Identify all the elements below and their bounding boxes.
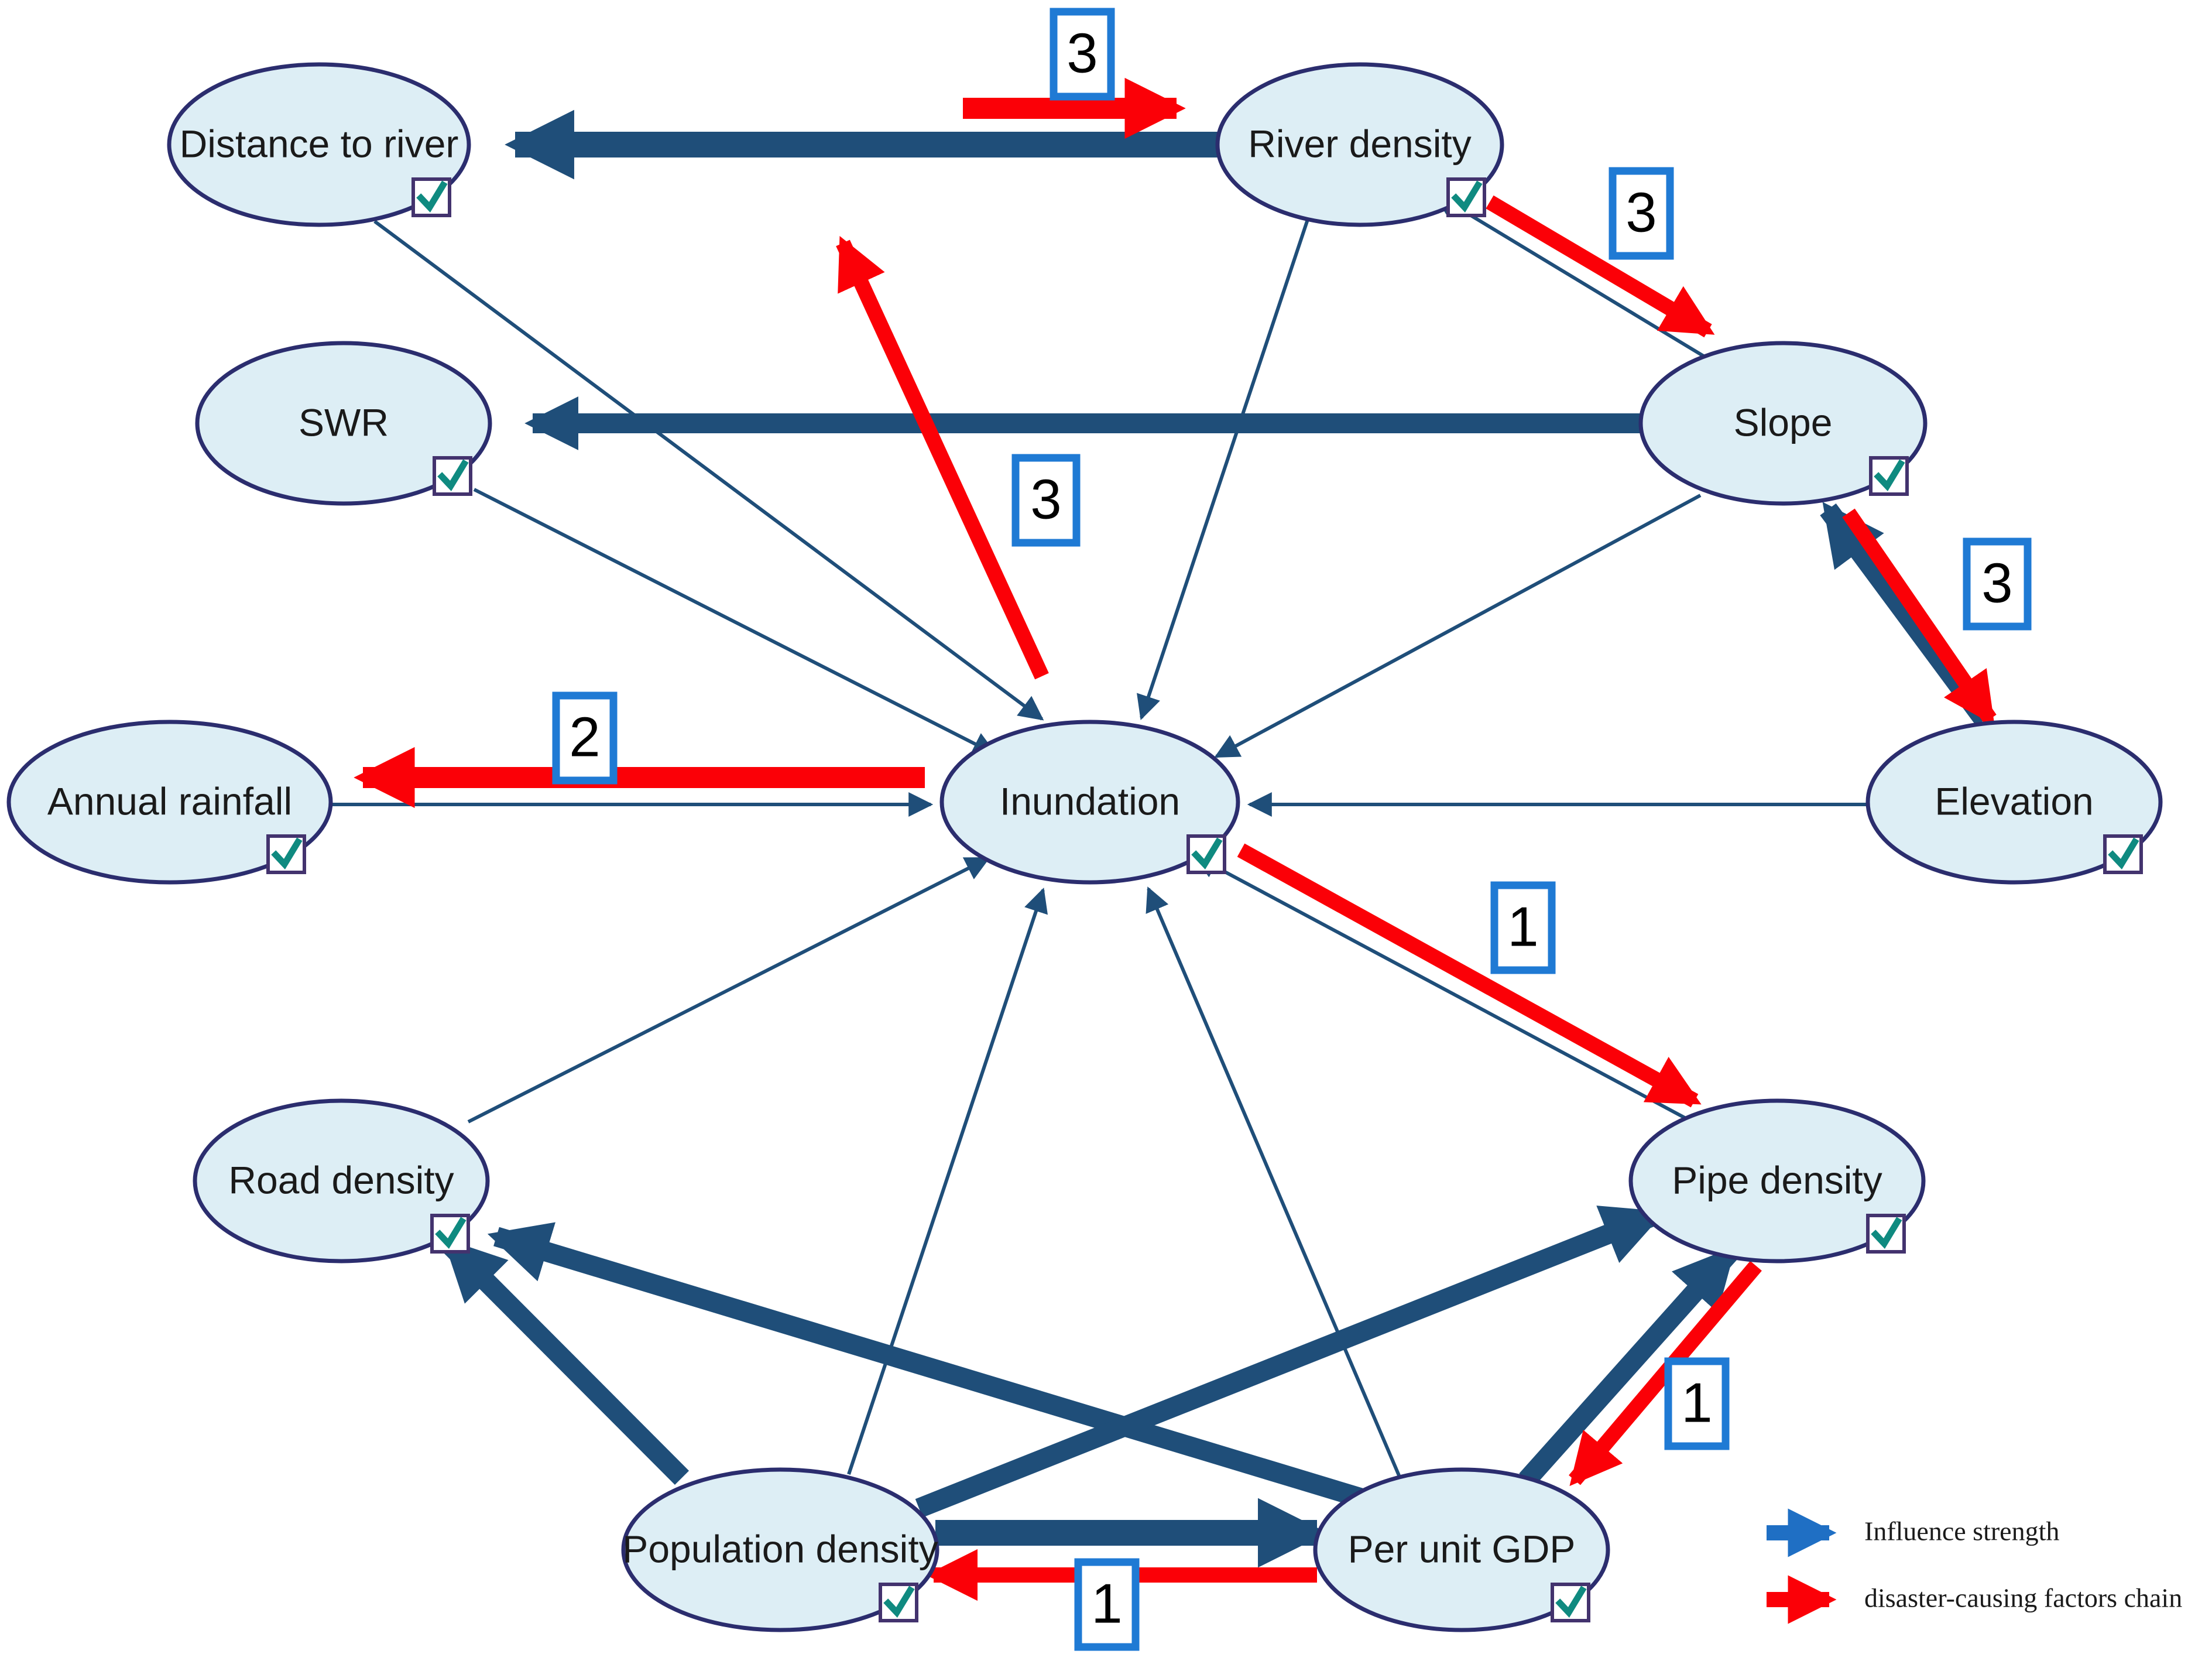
order-label-group: 3 3 3 3 2 1 1: [552, 8, 2032, 1651]
order-label-text: 3: [1030, 468, 1061, 530]
node-shape[interactable]: [193, 1098, 490, 1263]
edge-per-unit-gdp-to-inundation: [1146, 886, 1401, 1477]
node-distance-to-river[interactable]: Distance to river: [167, 62, 471, 227]
node-per-unit-gdp[interactable]: Per unit GDP: [1313, 1467, 1610, 1632]
legend-label-influence-strength: Influence strength: [1864, 1516, 2059, 1546]
chain-inundation-to-distance-to-river: [836, 235, 1049, 680]
node-label-swr: SWR: [299, 400, 389, 444]
checkbox-distance-to-river[interactable]: [411, 177, 451, 217]
node-river-density[interactable]: River density: [1215, 62, 1504, 227]
node-label-slope: Slope: [1734, 400, 1833, 444]
legend-label-disaster-chain: disaster-causing factors chain: [1864, 1583, 2182, 1613]
node-shape[interactable]: [167, 62, 471, 227]
order-label-inundation-to-annual-rainfall: 2: [552, 691, 618, 785]
node-label-road-density: Road density: [228, 1158, 454, 1201]
edge-group-disaster-chain: [354, 77, 1997, 1601]
edge-river-density-to-inundation: [1137, 217, 1310, 720]
node-shape[interactable]: [939, 720, 1240, 885]
checkbox-per-unit-gdp[interactable]: [1551, 1583, 1590, 1622]
checkbox-slope[interactable]: [1869, 456, 1909, 496]
order-label-distance-river-to-river-density: 3: [1050, 8, 1115, 101]
node-shape[interactable]: [1313, 1467, 1610, 1632]
order-label-text: 3: [1066, 22, 1098, 84]
node-inundation[interactable]: Inundation: [939, 720, 1240, 885]
node-shape[interactable]: [1215, 62, 1504, 227]
edge-slope-to-inundation: [1214, 494, 1702, 758]
checkbox-annual-rainfall[interactable]: [266, 834, 306, 874]
node-group: Distance to river River density SWR: [6, 62, 2163, 1632]
node-label-annual-rainfall: Annual rainfall: [47, 779, 292, 823]
order-label-slope-to-elevation: 3: [1963, 537, 2032, 631]
node-shape[interactable]: [1628, 1098, 1926, 1263]
checkbox-road-density[interactable]: [430, 1214, 470, 1254]
edge-population-density-to-pipe-density: [915, 1206, 1665, 1518]
chain-inundation-to-pipe-density: [1237, 843, 1702, 1108]
node-pipe-density[interactable]: Pipe density: [1628, 1098, 1926, 1263]
node-elevation[interactable]: Elevation: [1865, 720, 2163, 885]
node-population-density[interactable]: Population density: [621, 1467, 939, 1632]
order-label-text: 1: [1681, 1371, 1712, 1434]
node-shape[interactable]: [1865, 720, 2163, 885]
legend-item-disaster-chain: disaster-causing factors chain: [1767, 1575, 2182, 1624]
checkbox-river-density[interactable]: [1446, 177, 1486, 217]
node-swr[interactable]: SWR: [195, 341, 492, 506]
order-label-pipe-density-to-per-unit-gdp: 1: [1664, 1357, 1730, 1450]
node-label-population-density: Population density: [622, 1527, 938, 1570]
order-label-text: 1: [1507, 895, 1538, 958]
node-label-elevation: Elevation: [1935, 779, 2094, 823]
edge-swr-to-inundation: [473, 488, 997, 756]
order-label-text: 1: [1091, 1572, 1122, 1635]
checkbox-swr[interactable]: [433, 456, 472, 496]
order-label-inundation-to-distance-river: 3: [1011, 454, 1081, 547]
node-road-density[interactable]: Road density: [193, 1098, 490, 1263]
edge-road-density-to-inundation: [467, 857, 990, 1124]
node-label-distance-to-river: Distance to river: [180, 122, 459, 165]
checkbox-pipe-density[interactable]: [1866, 1214, 1906, 1254]
edge-pipe-density-to-inundation: [1193, 854, 1687, 1120]
checkbox-inundation[interactable]: [1186, 834, 1226, 874]
node-shape[interactable]: [1638, 341, 1928, 506]
node-annual-rainfall[interactable]: Annual rainfall: [6, 720, 333, 885]
order-label-inundation-to-pipe-density: 1: [1490, 881, 1556, 974]
order-label-text: 3: [1981, 552, 2012, 614]
legend-item-influence-strength: Influence strength: [1767, 1508, 2059, 1557]
checkbox-population-density[interactable]: [879, 1583, 918, 1622]
edge-per-unit-gdp-to-road-density: [487, 1222, 1367, 1509]
edge-population-density-to-inundation: [847, 888, 1048, 1475]
edge-per-unit-gdp-to-pipe-density: [1519, 1246, 1737, 1487]
chain-river-density-to-slope: [1486, 195, 1715, 338]
node-label-river-density: River density: [1248, 122, 1471, 165]
checkbox-elevation[interactable]: [2103, 834, 2143, 874]
node-shape[interactable]: [621, 1467, 939, 1632]
order-label-per-unit-gdp-to-population-density: 1: [1074, 1558, 1140, 1651]
edge-group-thick-influence: [442, 109, 1992, 1568]
node-label-per-unit-gdp: Per unit GDP: [1348, 1527, 1576, 1570]
edge-population-density-to-road-density: [442, 1237, 690, 1485]
edge-distance-to-river-to-inundation: [373, 220, 1044, 721]
node-label-pipe-density: Pipe density: [1672, 1158, 1882, 1201]
node-shape[interactable]: [195, 341, 492, 506]
legend: Influence strength disaster-causing fact…: [1767, 1508, 2182, 1624]
node-shape[interactable]: [6, 720, 333, 885]
node-slope[interactable]: Slope: [1638, 341, 1928, 506]
chain-slope-to-elevation: [1842, 508, 1997, 725]
node-label-inundation: Inundation: [1000, 779, 1180, 823]
order-label-text: 2: [569, 706, 600, 768]
order-label-river-density-to-slope: 3: [1609, 167, 1674, 260]
order-label-text: 3: [1625, 181, 1657, 244]
